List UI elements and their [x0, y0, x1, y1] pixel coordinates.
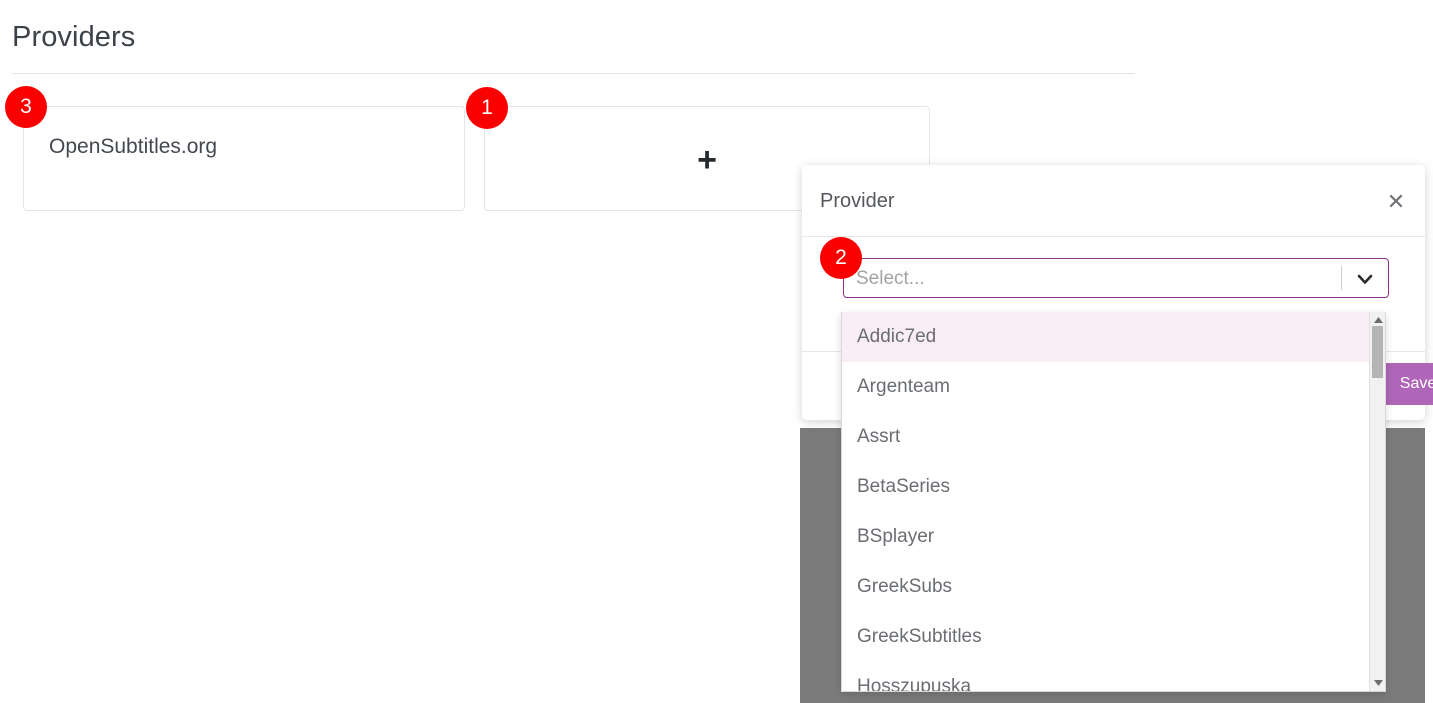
add-provider-card[interactable]: + — [484, 106, 930, 211]
chevron-down-icon[interactable] — [1352, 267, 1378, 291]
dropdown-option[interactable]: BetaSeries — [857, 476, 950, 497]
scroll-down-arrow-icon[interactable] — [1370, 675, 1385, 691]
provider-card-label: OpenSubtitles.org — [49, 135, 218, 158]
dropdown-option[interactable]: Hosszupuska — [857, 676, 972, 692]
dropdown-option[interactable]: GreekSubtitles — [857, 626, 982, 647]
select-placeholder: Select... — [856, 268, 925, 289]
provider-card[interactable]: OpenSubtitles.org — [23, 106, 465, 211]
select-separator — [1341, 266, 1342, 290]
page-title: Providers — [12, 21, 136, 53]
dropdown-option[interactable]: GreekSubs — [857, 576, 953, 597]
provider-select[interactable]: Select... — [843, 258, 1389, 298]
annotation-badge-2: 2 — [820, 237, 862, 279]
title-divider — [12, 73, 1135, 74]
dropdown-option[interactable]: Assrt — [857, 426, 901, 447]
save-button[interactable]: Save — [1383, 363, 1433, 405]
annotation-badge-1: 1 — [466, 87, 508, 129]
dialog-title: Provider — [820, 190, 895, 212]
dialog-header: Provider ✕ — [802, 165, 1425, 237]
close-icon[interactable]: ✕ — [1386, 189, 1406, 214]
dropdown-scrollbar[interactable] — [1369, 312, 1385, 691]
dropdown-option[interactable]: Addic7ed — [842, 312, 1371, 362]
scroll-up-arrow-icon[interactable] — [1370, 312, 1385, 328]
plus-icon: + — [697, 141, 717, 179]
provider-dropdown-menu: Addic7ed Argenteam Assrt BetaSeries BSpl… — [841, 312, 1386, 692]
dropdown-option[interactable]: Argenteam — [857, 376, 950, 397]
annotation-badge-3: 3 — [5, 86, 47, 128]
dropdown-scrollbar-thumb[interactable] — [1372, 326, 1383, 378]
dropdown-option-list: Addic7ed Argenteam Assrt BetaSeries BSpl… — [842, 312, 1371, 692]
dropdown-option[interactable]: BSplayer — [857, 526, 935, 547]
